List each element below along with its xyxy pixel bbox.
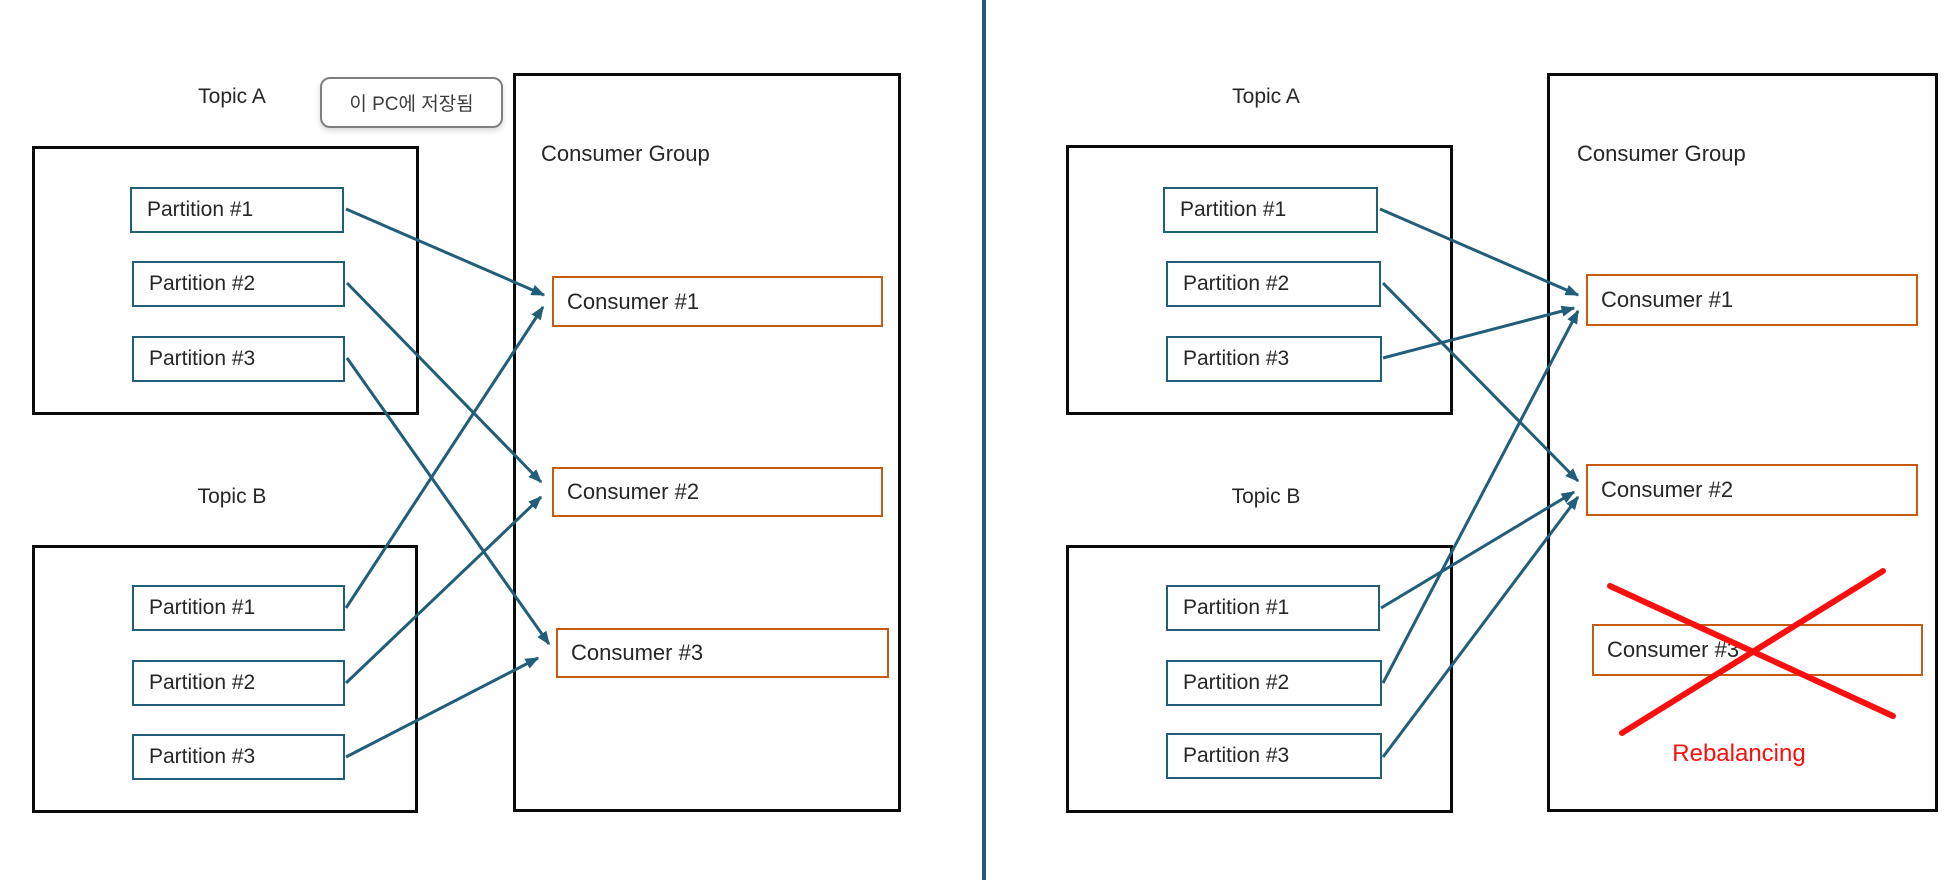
right-topic-b-partition-1: Partition #1 [1166, 585, 1380, 631]
right-topic-b-partition-2: Partition #2 [1166, 660, 1382, 706]
center-divider-line [982, 0, 986, 880]
right-consumer-group-box [1547, 73, 1938, 812]
right-consumer-3-box: Consumer #3 [1592, 624, 1923, 676]
right-topic-a-partition-3: Partition #3 [1166, 336, 1382, 382]
right-topic-a-partition-1: Partition #1 [1163, 187, 1378, 233]
left-consumer-group-label: Consumer Group [541, 141, 710, 166]
saved-to-pc-tooltip: 이 PC에 저장됨 [320, 77, 503, 128]
left-topic-b-partition-1: Partition #1 [132, 585, 345, 631]
left-consumer-1-box: Consumer #1 [552, 276, 883, 327]
right-topic-b-label: Topic B [1231, 485, 1301, 508]
right-topic-a-label: Topic A [1232, 85, 1300, 108]
right-consumer-group-label: Consumer Group [1577, 141, 1746, 166]
left-topic-b-partition-2: Partition #2 [132, 660, 345, 706]
rebalancing-label: Rebalancing [1672, 740, 1806, 767]
left-topic-a-partition-2: Partition #2 [132, 261, 345, 307]
left-consumer-3-box: Consumer #3 [556, 628, 889, 678]
left-topic-a-partition-1: Partition #1 [130, 187, 344, 233]
left-topic-a-partition-3: Partition #3 [132, 336, 345, 382]
left-topic-b-partition-3: Partition #3 [132, 734, 345, 780]
left-topic-a-label: Topic A [198, 85, 266, 108]
left-consumer-group-box [513, 73, 901, 812]
left-consumer-2-box: Consumer #2 [552, 467, 883, 517]
right-topic-b-partition-3: Partition #3 [1166, 733, 1382, 779]
left-topic-b-label: Topic B [197, 485, 267, 508]
right-consumer-2-box: Consumer #2 [1586, 464, 1918, 516]
right-consumer-1-box: Consumer #1 [1586, 274, 1918, 326]
right-topic-a-partition-2: Partition #2 [1166, 261, 1381, 307]
